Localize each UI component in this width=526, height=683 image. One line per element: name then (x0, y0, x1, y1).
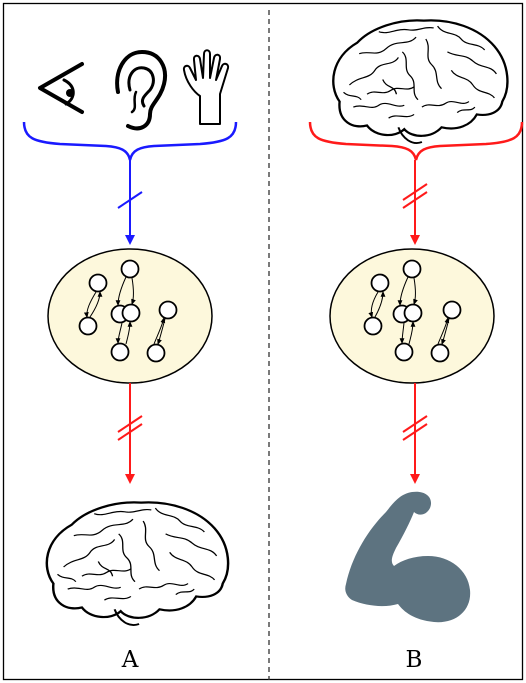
ear-icon (115, 49, 167, 131)
panel-label-a: A (121, 647, 139, 673)
double-slash-a-2 (117, 423, 143, 441)
eye-icon (38, 62, 84, 114)
hand-icon (182, 49, 230, 125)
double-slash-a-1 (117, 415, 143, 433)
double-slash-b-2 (402, 191, 428, 209)
brain-icon (45, 501, 230, 627)
panel-a (22, 49, 238, 627)
neural-network-icon (329, 248, 495, 384)
neural-network-icon (47, 248, 213, 384)
single-slash-a (117, 191, 143, 209)
double-slash-b-4 (402, 423, 428, 441)
panel-label-b: B (405, 647, 423, 673)
brain-icon (332, 19, 509, 145)
panel-b (308, 19, 524, 623)
double-slash-b-3 (402, 415, 428, 433)
flexed-arm-icon (345, 491, 471, 623)
double-slash-b-1 (402, 183, 428, 201)
